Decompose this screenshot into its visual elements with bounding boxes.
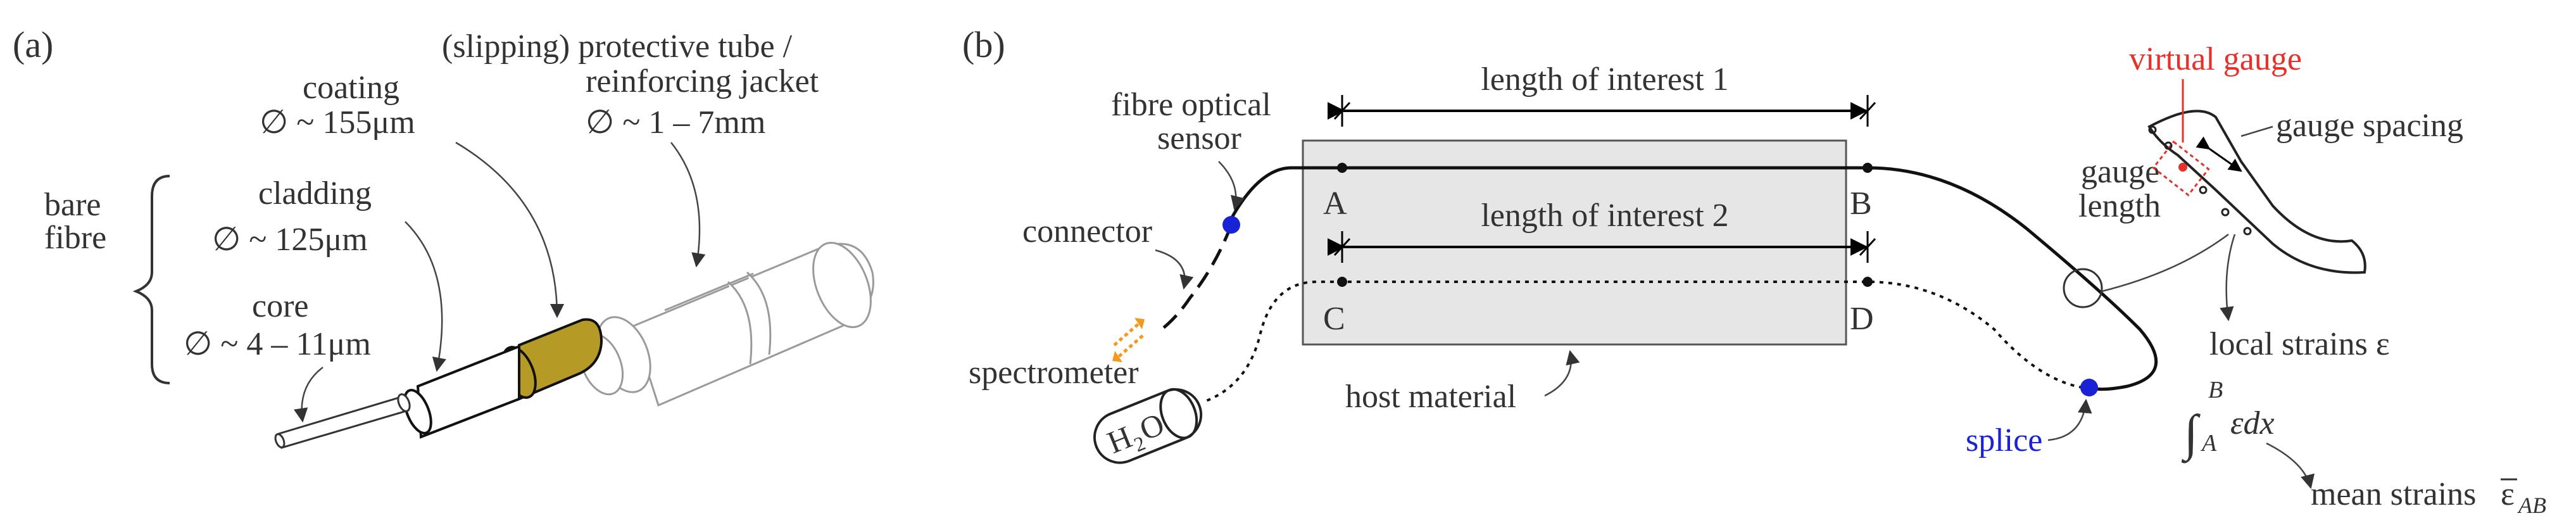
host-material-label: host material	[1345, 379, 1516, 415]
point-d-label: D	[1850, 301, 1874, 337]
point-c-label: C	[1323, 301, 1345, 337]
point-d-marker	[1863, 277, 1873, 287]
point-b-marker	[1863, 163, 1873, 173]
gauge-point-5	[2148, 125, 2157, 134]
sensor-dot	[1222, 216, 1240, 234]
length-of-interest-2-label: length of interest 2	[1481, 198, 1728, 234]
gauge-length-label-line1: gauge	[2081, 154, 2159, 190]
panel-b-tag: (b)	[962, 24, 1005, 65]
length-of-interest-1-dim	[1327, 95, 1876, 127]
point-a-marker	[1337, 163, 1347, 173]
bare-fibre-brace	[132, 175, 170, 384]
gauge-point-4	[2243, 227, 2252, 236]
gauge-spacing-arrow	[2196, 136, 2242, 172]
gauge-spacing-label: gauge spacing	[2276, 108, 2463, 144]
mean-strains-expression: mean strains ε AB	[2311, 476, 2546, 518]
fibre-lead-dashed	[1160, 224, 1233, 331]
gauge-point-1	[2164, 141, 2173, 150]
bare-fibre-line1: bare	[44, 187, 101, 223]
gauge-point-2	[2199, 186, 2208, 194]
panel-b: (b) length of interest 1 length of inter…	[962, 24, 2546, 518]
cladding-title: cladding	[258, 175, 372, 212]
cladding-dim: ∅ ~ 125μm	[212, 222, 368, 258]
h2o-spectrometer-capsule: H 2 O	[1093, 388, 1203, 464]
gauge-spacing-leader	[2240, 125, 2273, 137]
fibre-dotted-path	[1202, 281, 2083, 403]
zoom-circle	[2063, 268, 2103, 308]
gauge-length-label-line2: length	[2078, 188, 2161, 224]
sensor-leader	[1218, 161, 1245, 211]
virtual-gauge-box	[2152, 140, 2210, 197]
length-of-interest-1-label: length of interest 1	[1481, 61, 1728, 98]
tube-title-line1: (slipping) protective tube /	[442, 28, 793, 65]
core-leader	[293, 367, 324, 423]
fibre-solid-path	[1229, 166, 2158, 391]
tube-dim: ∅ ~ 1 – 7mm	[586, 104, 765, 141]
virtual-gauge-label: virtual gauge	[2129, 41, 2302, 77]
cladding-leader	[405, 221, 446, 372]
tube-leader	[670, 142, 706, 268]
protective-tube	[579, 241, 874, 407]
panel-a-tag: (a)	[13, 24, 53, 65]
core-title: core	[252, 288, 308, 324]
point-b-label: B	[1850, 186, 1872, 222]
connector-leader	[1155, 249, 1194, 290]
core-dim: ∅ ~ 4 – 11μm	[184, 326, 371, 362]
mean-strains-subscript: AB	[2517, 493, 2546, 518]
panel-a: (a) coating ∅ ~ 155μm	[13, 24, 874, 449]
spectrometer-label: spectrometer	[969, 355, 1139, 391]
coating-leader	[455, 141, 565, 319]
splice-label: splice	[1966, 422, 2042, 458]
point-a-label: A	[1323, 186, 1347, 222]
mean-strains-label: mean strains	[2311, 476, 2476, 512]
integral-upper: B	[2208, 377, 2223, 403]
coating-title: coating	[303, 70, 399, 106]
host-material-block	[1302, 139, 1847, 346]
sensor-label-line1: fibre optical	[1111, 87, 1271, 123]
coating-dim: ∅ ~ 155μm	[260, 104, 415, 141]
splice-dot	[2080, 379, 2098, 396]
integral-sign: ∫	[2181, 405, 2201, 464]
local-strains-leader	[2220, 234, 2236, 322]
core-layer	[274, 393, 411, 449]
cladding-layer	[403, 344, 520, 439]
splice-leader	[2047, 398, 2092, 441]
mean-strains-symbol: ε	[2501, 476, 2515, 512]
length-of-interest-2-dim	[1327, 231, 1876, 263]
local-strains-label: local strains ε	[2209, 326, 2390, 362]
mean-strains-leader	[2266, 442, 2315, 490]
point-c-marker	[1337, 277, 1347, 287]
tube-title-line2: reinforcing jacket	[586, 63, 819, 99]
integral-expression: ∫ B A εdx	[2181, 377, 2275, 464]
bare-fibre-line2: fibre	[44, 220, 106, 256]
zoom-leader	[2101, 233, 2229, 293]
virtual-gauge-center	[2178, 163, 2187, 172]
sensor-label-line2: sensor	[1157, 120, 1241, 156]
gauge-point-3	[2221, 208, 2230, 217]
integral-body: εdx	[2230, 405, 2275, 441]
connector-label: connector	[1022, 213, 1152, 250]
integral-lower: A	[2200, 430, 2217, 457]
host-material-leader	[1544, 350, 1580, 397]
spectrometer-signal-arrows	[1112, 318, 1145, 362]
